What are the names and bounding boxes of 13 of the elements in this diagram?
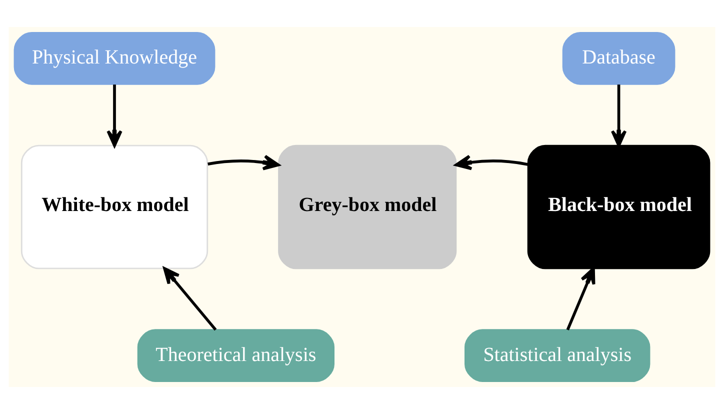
arrow xyxy=(566,267,596,330)
arrow xyxy=(208,154,280,170)
node-box: Physical Knowledge xyxy=(14,32,216,85)
node-box: Grey-box model xyxy=(278,144,457,270)
node-box: Database xyxy=(562,32,676,85)
node-box: Statistical analysis xyxy=(464,329,650,382)
node-box: Black-box model xyxy=(527,144,710,270)
arrow xyxy=(106,84,122,147)
arrow xyxy=(610,84,627,147)
arrow xyxy=(163,267,217,331)
node-box: White-box model xyxy=(20,144,208,270)
node-box: Theoretical analysis xyxy=(137,329,334,382)
arrow xyxy=(454,154,528,170)
